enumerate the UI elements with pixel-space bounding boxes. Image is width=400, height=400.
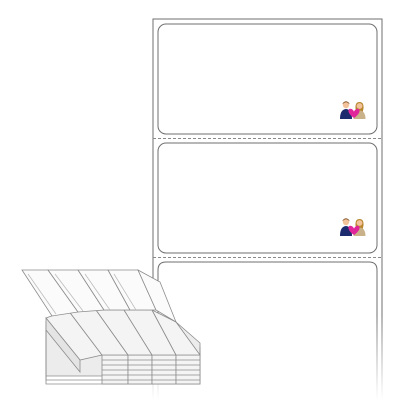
stack-top-sheet [45, 309, 201, 374]
stack-unfolded-sheet [21, 269, 177, 323]
fanfold-label-stack [21, 269, 201, 385]
stack-front [101, 354, 201, 385]
label-2 [157, 142, 378, 254]
label-1 [157, 23, 378, 135]
